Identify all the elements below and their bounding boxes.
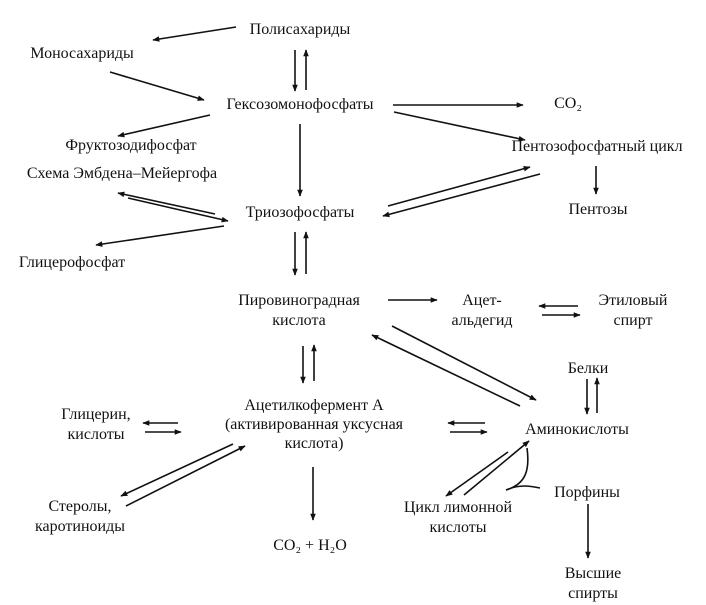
arrow-triose-to-embden-meyerhof	[117, 191, 216, 215]
labels-layer: ПолисахаридыМоносахаридыГексозомонофосфа…	[19, 21, 683, 602]
node-embden-meyerhof: Схема Эмбдена–Мейергофа	[27, 165, 217, 182]
node-pentose-phosphate-cycle: Пентозофосфатный цикл	[511, 138, 682, 155]
node-higher-alcohols: Высшие спирты	[565, 565, 622, 602]
arrow-amino-acids-to-pyruvate	[371, 334, 521, 407]
node-ethyl-alcohol-line: Этиловый	[599, 292, 668, 309]
node-hexose-monophosphates: Гексозомонофосфаты	[226, 96, 373, 113]
node-co2: CO₂	[554, 95, 582, 112]
node-citric-cycle-line: кислоты	[430, 519, 487, 536]
node-pentose-phosphate-cycle-line: Пентозофосфатный цикл	[511, 138, 682, 155]
node-triose-phosphates-line: Триозофосфаты	[246, 204, 355, 221]
arrow-acetyl-coa-to-sterols	[120, 443, 234, 497]
node-sterols-line: Стеролы,	[48, 498, 111, 515]
arrow-triose-to-glycerophosphate	[95, 225, 225, 247]
node-co2-h2o-line: CO₂ + H₂O	[273, 537, 347, 554]
node-embden-meyerhof-line: Схема Эмбдена–Мейергофа	[27, 165, 217, 182]
node-fructose-diphosphate-line: Фруктозодифосфат	[65, 137, 196, 154]
arrow-polysaccharides-to-monosaccharides	[152, 26, 237, 42]
node-hexose-monophosphates-line: Гексозомонофосфаты	[226, 96, 373, 113]
arrow-amino-acids-to-citric-cycle	[445, 451, 509, 497]
arrow-hexose-to-fructose-diphosphate	[117, 114, 211, 138]
node-higher-alcohols-line: Высшие	[565, 565, 622, 582]
node-glycerophosphate-line: Глицерофосфат	[19, 254, 125, 271]
node-porphyrins-line: Порфины	[554, 484, 620, 501]
arrow-embden-meyerhof-to-triose	[127, 197, 229, 223]
arrow-pyruvate-to-amino-acids	[391, 325, 537, 401]
arrow-monosaccharides-to-hexose	[109, 71, 205, 101]
node-co2-h2o: CO₂ + H₂O	[273, 537, 347, 554]
node-porphyrins: Порфины	[554, 484, 620, 501]
node-acetyl-coa-line: (активированная уксусная	[225, 416, 404, 433]
arrow-pentose-cycle-to-triose	[382, 173, 541, 218]
node-glycerol-acids-line: Глицерин,	[61, 406, 130, 423]
node-higher-alcohols-line: спирты	[568, 585, 618, 602]
arrow-sterols-to-acetyl-coa	[125, 445, 246, 507]
node-acetaldehyde: Ацет-альдегид	[451, 292, 512, 329]
node-pyruvic-acid: Пировиноградная кислота	[238, 292, 360, 329]
arrow-citric-cycle-to-amino-acids	[463, 440, 530, 496]
node-citric-cycle-line: Цикл лимонной	[404, 499, 513, 516]
node-acetyl-coa-line: кислота)	[285, 435, 344, 452]
node-co2-line: CO₂	[554, 95, 582, 112]
node-polysaccharides: Полисахариды	[250, 21, 351, 38]
node-fructose-diphosphate: Фруктозодифосфат	[65, 137, 196, 154]
node-amino-acids: Аминокислоты	[525, 421, 629, 438]
node-triose-phosphates: Триозофосфаты	[246, 204, 355, 221]
node-monosaccharides-line: Моносахариды	[30, 45, 134, 62]
node-citric-cycle: Цикл лимонной кислоты	[404, 499, 513, 536]
node-sterols: Стеролы, каротиноиды	[35, 498, 125, 535]
node-glycerol-acids: Глицерин, кислоты	[61, 406, 130, 443]
node-proteins-line: Белки	[568, 360, 609, 377]
node-pyruvic-acid-line: кислота	[272, 312, 326, 329]
node-glycerol-acids-line: кислоты	[68, 426, 125, 443]
connector-amino-acids-porphyrins	[505, 447, 541, 491]
arrow-hexose-to-pentose-cycle	[393, 111, 526, 142]
node-pentoses: Пентозы	[568, 201, 627, 218]
node-acetyl-coa-line: Ацетилкофермент А	[244, 397, 384, 414]
arrows-layer	[95, 26, 600, 559]
node-pentoses-line: Пентозы	[568, 201, 627, 218]
node-pyruvic-acid-line: Пировиноградная	[238, 292, 360, 309]
node-proteins: Белки	[568, 360, 609, 377]
node-amino-acids-line: Аминокислоты	[525, 421, 629, 438]
node-acetaldehyde-line: альдегид	[451, 312, 512, 329]
node-polysaccharides-line: Полисахариды	[250, 21, 351, 38]
node-acetaldehyde-line: Ацет-	[462, 292, 502, 309]
node-ethyl-alcohol-line: спирт	[613, 312, 652, 329]
node-acetyl-coa: Ацетилкофермент А (активированная уксусна…	[225, 397, 404, 452]
node-glycerophosphate: Глицерофосфат	[19, 254, 125, 271]
node-sterols-line: каротиноиды	[35, 518, 125, 535]
node-ethyl-alcohol: Этиловый спирт	[599, 292, 668, 329]
node-monosaccharides: Моносахариды	[30, 45, 134, 62]
arrow-triose-to-pentose-cycle	[387, 165, 531, 207]
